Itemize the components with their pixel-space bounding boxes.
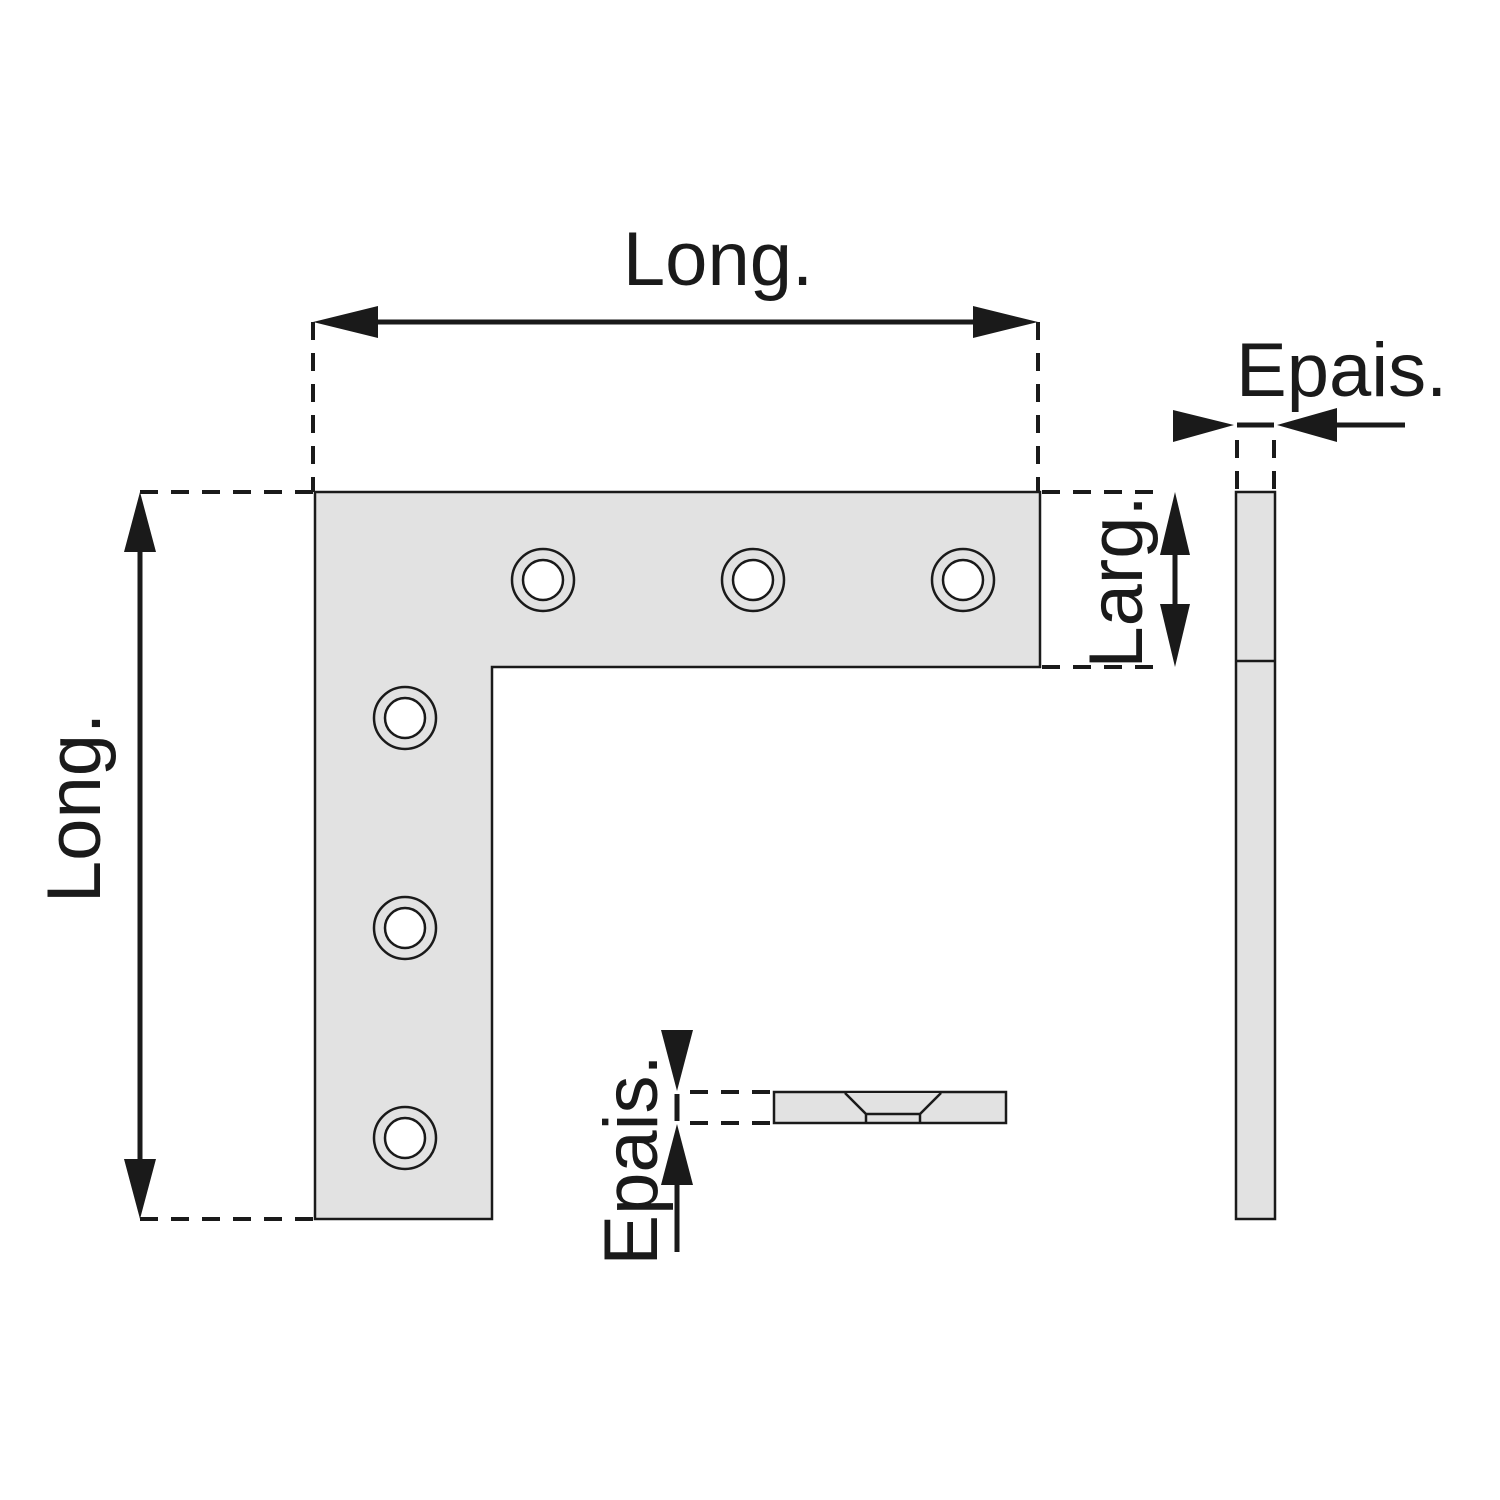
arrow-down-icon <box>124 1159 156 1219</box>
countersink <box>844 1092 942 1116</box>
arrow-left-icon <box>1277 408 1337 442</box>
arrow-right-icon <box>973 306 1038 338</box>
thickness-label-side: Epais. <box>1236 328 1447 413</box>
screw-hole <box>372 685 438 751</box>
arrow-up-icon <box>124 492 156 552</box>
screw-hole <box>930 547 996 613</box>
side-profile <box>1234 490 1277 1221</box>
arrow-down-icon <box>1160 604 1190 667</box>
width-label: Larg. <box>1074 495 1159 668</box>
arrow-left-icon <box>313 306 378 338</box>
left-length-dimension: Long. <box>32 490 313 1221</box>
side-view: Epais. <box>1173 328 1447 1221</box>
top-length-dimension: Long. <box>311 217 1040 492</box>
arrow-right-icon <box>1173 410 1234 442</box>
thickness-label-section: Epais. <box>589 1054 674 1265</box>
screw-hole <box>510 547 576 613</box>
length-label-left: Long. <box>32 713 117 903</box>
screw-hole <box>372 895 438 961</box>
arrow-up-icon <box>1160 492 1190 555</box>
length-label-top: Long. <box>623 217 813 302</box>
screw-holes <box>372 547 996 1171</box>
arrow-down-icon <box>661 1030 693 1091</box>
arrow-up-icon <box>661 1124 693 1185</box>
screw-hole <box>372 1105 438 1171</box>
screw-hole <box>720 547 786 613</box>
width-dimension: Larg. <box>1042 490 1190 669</box>
cross-section-view: Epais. <box>589 1030 1008 1266</box>
